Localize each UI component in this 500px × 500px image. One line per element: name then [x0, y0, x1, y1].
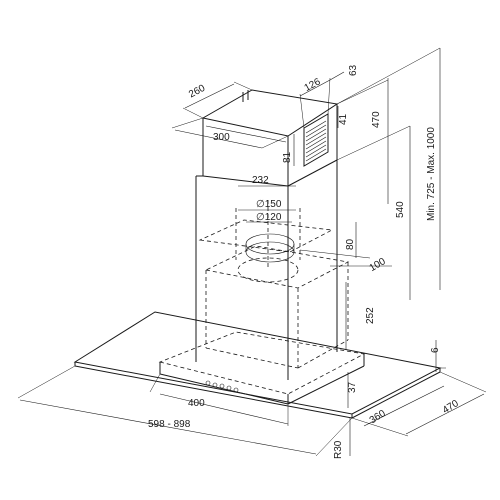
- wall-bracket: [303, 113, 329, 167]
- dimension-labels: 260 300 126 63 41 81 470 Min. 725 - Max.…: [148, 64, 461, 459]
- dim-bracket-width: 126: [303, 76, 323, 94]
- dim-hood-width: 598 - 898: [148, 419, 191, 430]
- dim-bracket-offset: 63: [348, 64, 359, 76]
- dim-front-offset: 37: [347, 381, 358, 393]
- dim-body-height: 252: [365, 307, 376, 324]
- dim-outlet-offset: 80: [345, 238, 356, 250]
- dim-inner-width: 232: [252, 175, 269, 186]
- dim-outlet-inner: ∅120: [256, 212, 282, 223]
- dim-corner-radius: R30: [333, 440, 344, 459]
- glass-panel: [73, 311, 442, 419]
- dim-chimney-depth: 260: [187, 83, 207, 101]
- dim-glass-depth: 360: [368, 408, 388, 426]
- dim-outlet-depth: 100: [368, 256, 388, 274]
- dim-body-width: 400: [188, 398, 205, 409]
- dim-upper-height: 470: [371, 111, 382, 128]
- dim-outlet-outer: ∅150: [256, 199, 282, 210]
- dim-chimney-width: 300: [213, 132, 230, 143]
- dimension-lines: [17, 47, 487, 457]
- dim-total-height: Min. 725 - Max. 1000: [426, 127, 437, 221]
- dim-bracket-small: 41: [338, 113, 349, 125]
- dim-hood-depth: 470: [441, 398, 461, 416]
- hidden-motor: [198, 200, 350, 369]
- dim-motor-height: 540: [395, 201, 406, 218]
- dim-glass-thickness: 6: [430, 347, 441, 353]
- lower-chimney: [195, 160, 338, 380]
- dim-bracket-height: 81: [282, 151, 293, 163]
- canopy-base: [158, 331, 366, 405]
